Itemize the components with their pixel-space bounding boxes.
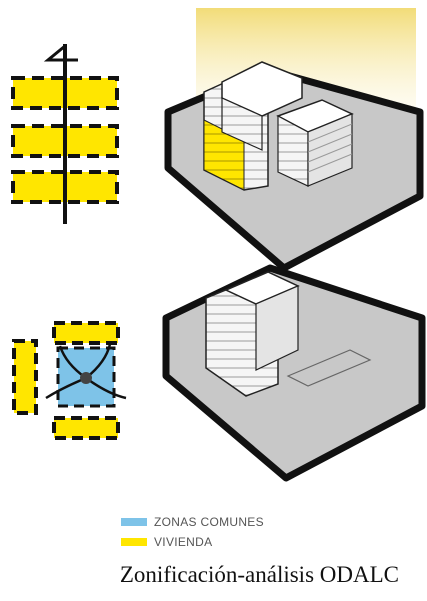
- vertical-zoning-schematic: [11, 44, 119, 224]
- legend-label: VIVIENDA: [154, 535, 213, 549]
- common-zone-schematic: [12, 321, 127, 440]
- circulation-node: [80, 372, 92, 384]
- vivienda-band-bottom: [52, 416, 120, 440]
- legend-item-zonas-comunes: ZONAS COMUNES: [121, 512, 381, 532]
- open-court-outline: [286, 349, 372, 387]
- zonas-comunes-swatch: [121, 518, 147, 526]
- vivienda-band-side: [12, 339, 38, 415]
- figure-caption: Zonificación-análisis ODALC: [119, 562, 399, 587]
- vivienda-swatch: [121, 538, 147, 546]
- legend-label: ZONAS COMUNES: [154, 515, 264, 529]
- axis-arrow: [43, 44, 78, 62]
- legend-item-vivienda: VIVIENDA: [121, 532, 381, 552]
- building-model-bottom: [162, 264, 426, 482]
- building-model-top: [164, 8, 424, 272]
- vivienda-band-top: [52, 321, 120, 345]
- legend: ZONAS COMUNES VIVIENDA: [121, 512, 381, 552]
